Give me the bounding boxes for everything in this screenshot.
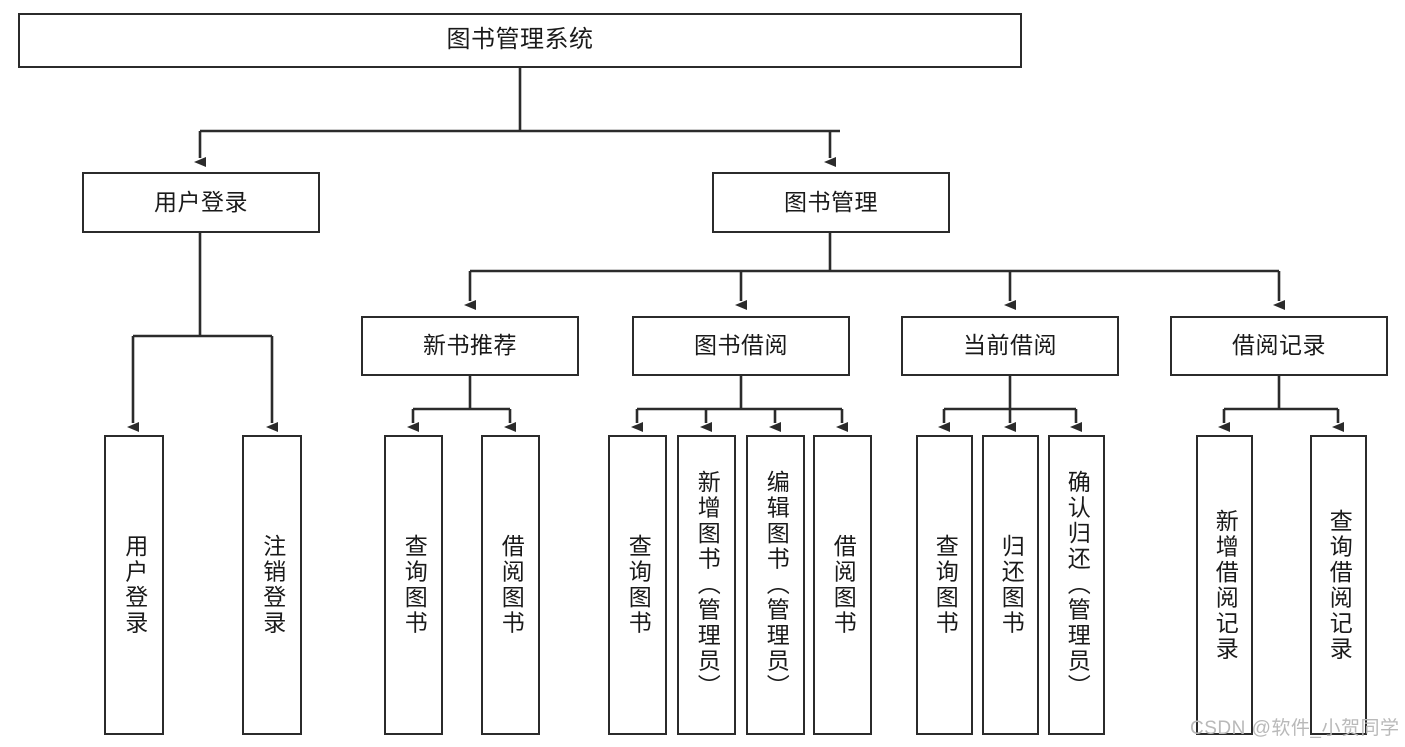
vlabel-wrap: 借阅图书: [815, 437, 870, 733]
node-leaf-borrow-borrow-book[interactable]: 借阅图书: [813, 435, 872, 735]
leaf-label: 编辑图书（管理员）: [763, 470, 790, 700]
vlabel-wrap: 归还图书: [984, 437, 1037, 733]
leaf-label: 查询图书: [932, 534, 959, 636]
node-leaf-borrow-edit-book[interactable]: 编辑图书（管理员）: [746, 435, 805, 735]
vlabel-wrap: 查询图书: [918, 437, 971, 733]
leaf-label: 归还图书: [998, 534, 1025, 636]
node-book-management[interactable]: 图书管理: [712, 172, 950, 233]
vlabel-wrap: 用户登录: [106, 437, 162, 733]
leaf-label: 借阅图书: [830, 534, 857, 636]
node-root-system[interactable]: 图书管理系统: [18, 13, 1022, 68]
leaf-label: 查询图书: [401, 534, 428, 636]
leaf-label: 新增图书（管理员）: [694, 470, 721, 700]
node-leaf-record-query[interactable]: 查询借阅记录: [1310, 435, 1367, 735]
node-leaf-newbook-borrow[interactable]: 借阅图书: [481, 435, 540, 735]
node-leaf-current-confirm-return[interactable]: 确认归还（管理员）: [1048, 435, 1105, 735]
leaf-label: 查询图书: [625, 534, 652, 636]
node-borrow-record[interactable]: 借阅记录: [1170, 316, 1388, 376]
vlabel-wrap: 查询图书: [386, 437, 441, 733]
leaf-label: 确认归还（管理员）: [1064, 470, 1091, 700]
node-leaf-borrow-add-book[interactable]: 新增图书（管理员）: [677, 435, 736, 735]
vlabel-wrap: 查询图书: [610, 437, 665, 733]
csdn-watermark: CSDN @软件_小贺同学: [1190, 718, 1400, 739]
vlabel-wrap: 编辑图书（管理员）: [748, 437, 803, 733]
node-leaf-current-query[interactable]: 查询图书: [916, 435, 973, 735]
leaf-label: 查询借阅记录: [1326, 508, 1353, 662]
node-new-book-recommend[interactable]: 新书推荐: [361, 316, 579, 376]
leaf-label: 用户登录: [121, 534, 148, 636]
vlabel-wrap: 注销登录: [244, 437, 300, 733]
node-user-login[interactable]: 用户登录: [82, 172, 320, 233]
leaf-label: 注销登录: [259, 534, 286, 636]
vlabel-wrap: 借阅图书: [483, 437, 538, 733]
vlabel-wrap: 新增借阅记录: [1198, 437, 1251, 733]
node-leaf-newbook-query[interactable]: 查询图书: [384, 435, 443, 735]
vlabel-wrap: 新增图书（管理员）: [679, 437, 734, 733]
node-leaf-user-login-logout[interactable]: 注销登录: [242, 435, 302, 735]
node-leaf-borrow-query[interactable]: 查询图书: [608, 435, 667, 735]
node-leaf-record-add[interactable]: 新增借阅记录: [1196, 435, 1253, 735]
vlabel-wrap: 确认归还（管理员）: [1050, 437, 1103, 733]
leaf-label: 借阅图书: [498, 534, 525, 636]
leaf-label: 新增借阅记录: [1212, 508, 1239, 662]
node-book-borrow[interactable]: 图书借阅: [632, 316, 850, 376]
node-current-borrow[interactable]: 当前借阅: [901, 316, 1119, 376]
node-leaf-user-login-login[interactable]: 用户登录: [104, 435, 164, 735]
vlabel-wrap: 查询借阅记录: [1312, 437, 1365, 733]
node-leaf-current-return[interactable]: 归还图书: [982, 435, 1039, 735]
